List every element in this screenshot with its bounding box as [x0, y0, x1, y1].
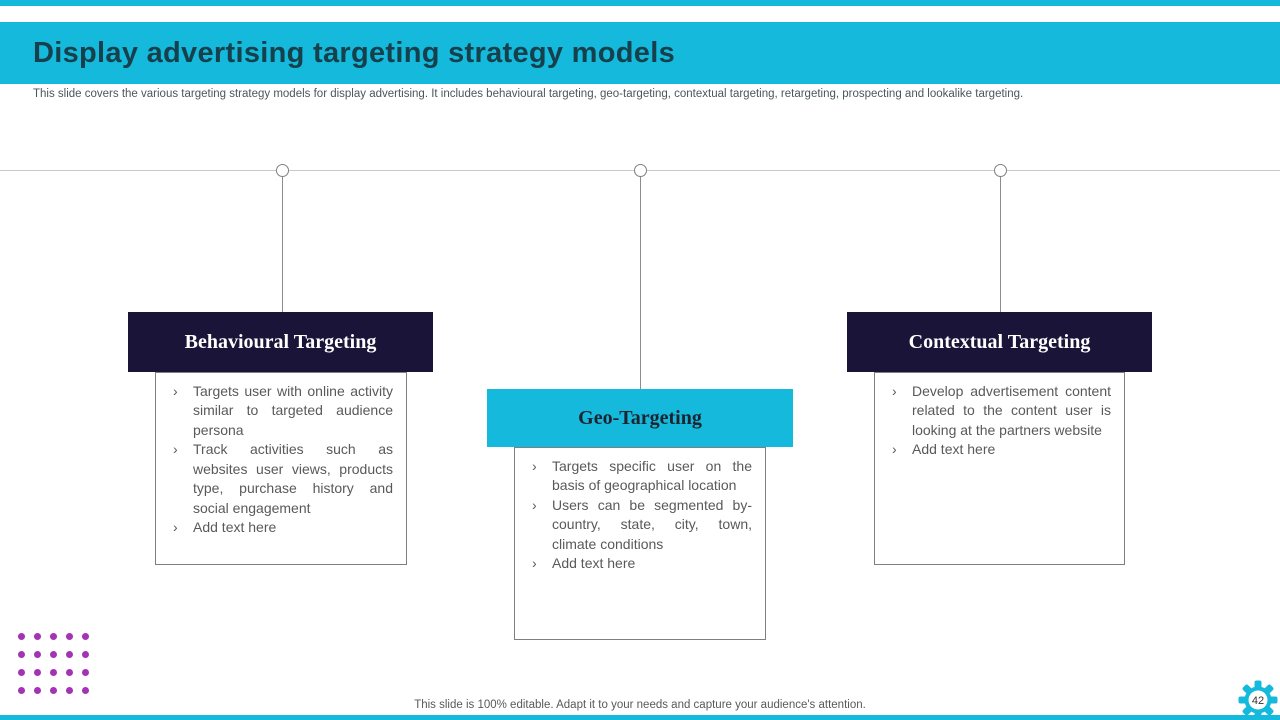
bullet-item: › Targets user with online activity simil…: [173, 382, 393, 440]
bullet-item: › Develop advertisement content related t…: [892, 382, 1111, 440]
card-header-geo-targeting: Geo-Targeting: [487, 389, 793, 447]
bullet-marker: ›: [173, 519, 178, 536]
dot: [66, 687, 73, 694]
bullet-item: › Targets specific user on the basis of g…: [532, 457, 752, 496]
bullet-text: Add text here: [912, 441, 996, 458]
bullet-list: › Targets specific user on the basis of g…: [515, 448, 765, 574]
bullet-marker: ›: [892, 441, 897, 458]
bullet-marker: ›: [532, 496, 537, 513]
bullet-text: Users can be segmented by- country, stat…: [552, 496, 752, 552]
dot: [66, 669, 73, 676]
badge-inner-circle: [1248, 690, 1268, 710]
dot: [18, 633, 25, 640]
dot: [50, 669, 57, 676]
dot: [34, 669, 41, 676]
dots-pattern: [18, 633, 89, 694]
dot: [82, 633, 89, 640]
bullet-item: › Add text here: [532, 554, 752, 573]
card-title: Behavioural Targeting: [184, 330, 377, 353]
timeline-node-2: [633, 163, 647, 177]
bullet-marker: ›: [532, 458, 537, 474]
timeline-node-1: [275, 163, 289, 177]
bullet-text: Targets user with online activity simila…: [193, 383, 393, 438]
connector-line-3: [999, 177, 1001, 312]
connector-line-1: [281, 177, 283, 312]
bullet-text: Add text here: [552, 555, 636, 572]
card-body-contextual-targeting: › Develop advertisement content related t…: [874, 372, 1125, 565]
bullet-marker: ›: [532, 555, 537, 572]
bullet-marker: ›: [173, 383, 178, 399]
dot: [18, 669, 25, 676]
dot: [82, 687, 89, 694]
dot: [66, 651, 73, 658]
bullet-item: › Add text here: [173, 518, 393, 537]
bullet-marker: ›: [892, 383, 897, 399]
card-header-behavioural-targeting: Behavioural Targeting: [128, 312, 433, 372]
bullet-marker: ›: [173, 441, 178, 458]
dot: [50, 651, 57, 658]
dot: [34, 687, 41, 694]
dot: [18, 687, 25, 694]
bullet-text: Targets specific user on the basis of ge…: [552, 458, 752, 494]
bottom-accent-strip: [0, 715, 1280, 720]
dot: [18, 651, 25, 658]
connector-line-2: [639, 177, 641, 389]
title-bar: Display advertising targeting strategy m…: [0, 22, 1280, 84]
top-accent-strip: [0, 0, 1280, 6]
dot: [34, 633, 41, 640]
bullet-text: Track activities such as websites user v…: [193, 441, 393, 516]
bullet-item: › Track activities such as websites user …: [173, 440, 393, 518]
card-title: Contextual Targeting: [908, 330, 1091, 353]
timeline-node-3: [993, 163, 1007, 177]
slide-number-badge: 42: [1238, 680, 1278, 720]
card-body-behavioural-targeting: › Targets user with online activity simil…: [155, 372, 407, 565]
footer-text: This slide is 100% editable. Adapt it to…: [414, 699, 866, 711]
dot: [50, 687, 57, 694]
slide-number: 42: [1252, 695, 1264, 707]
bullet-item: › Add text here: [892, 440, 1111, 459]
dot: [82, 651, 89, 658]
page-title: Display advertising targeting strategy m…: [33, 36, 676, 69]
bullet-list: › Targets user with online activity simil…: [156, 373, 406, 538]
bullet-list: › Develop advertisement content related t…: [875, 373, 1124, 460]
dot: [66, 633, 73, 640]
bullet-text: Develop advertisement content related to…: [912, 383, 1111, 438]
dot: [82, 669, 89, 676]
bullet-text: Add text here: [193, 519, 277, 536]
card-title: Geo-Targeting: [578, 406, 702, 429]
dot: [50, 633, 57, 640]
dot: [34, 651, 41, 658]
card-header-contextual-targeting: Contextual Targeting: [847, 312, 1152, 372]
slide-subtitle: This slide covers the various targeting …: [33, 88, 1024, 100]
bullet-item: › Users can be segmented by- country, sta…: [532, 496, 752, 554]
card-body-geo-targeting: › Targets specific user on the basis of g…: [514, 447, 766, 640]
